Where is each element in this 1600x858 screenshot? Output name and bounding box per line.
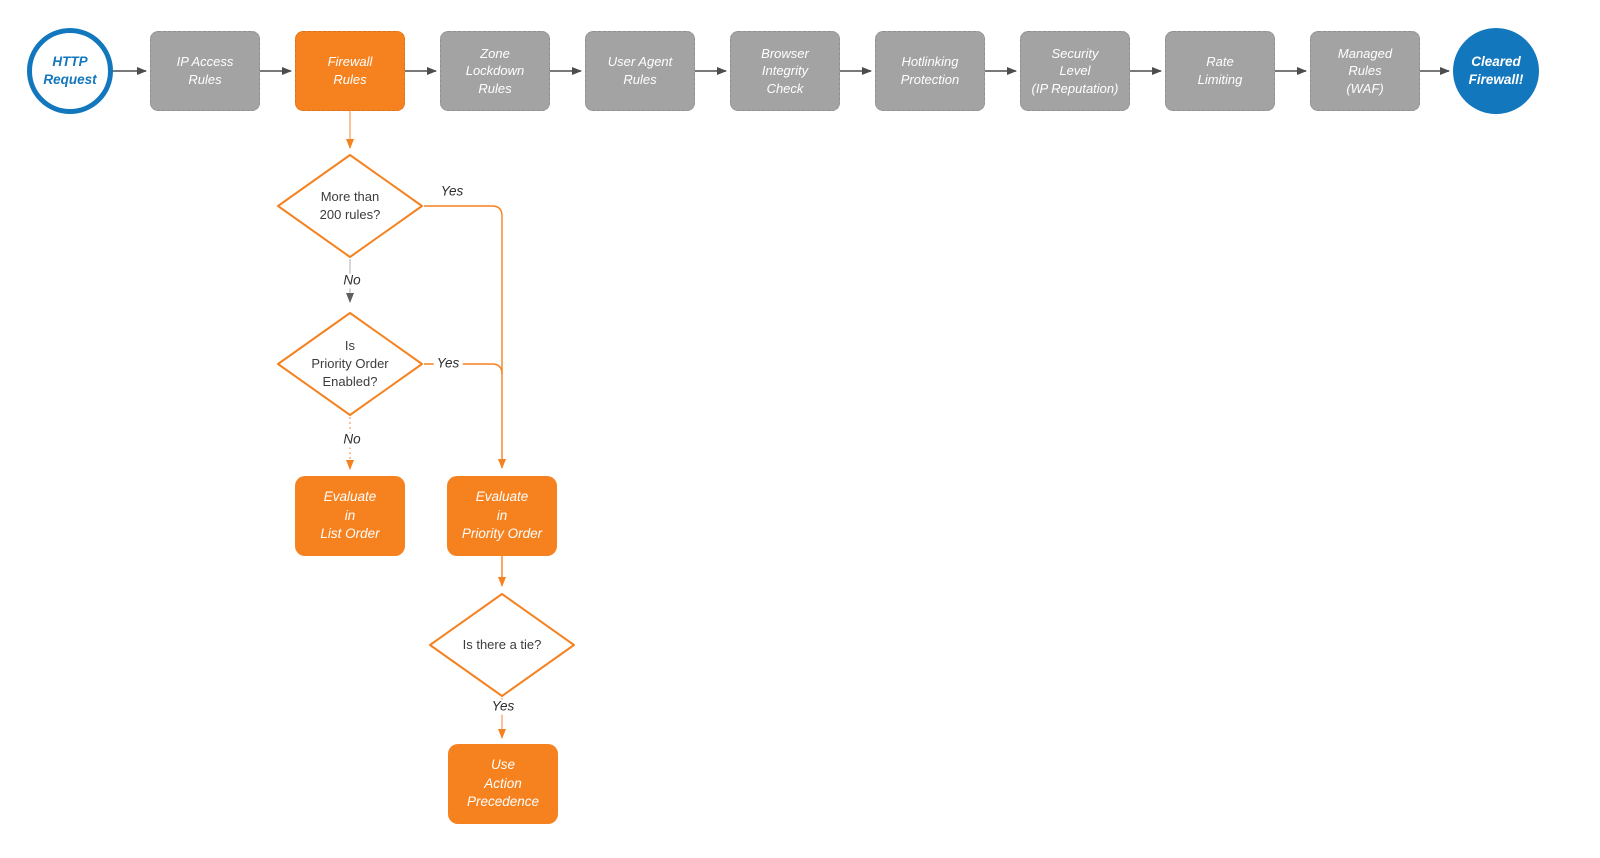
stage-label: Zone Lockdown Rules <box>465 45 525 96</box>
action-label: Evaluate in Priority Order <box>461 488 543 542</box>
action-evaluate-in-priority-order: Evaluate in Priority Order <box>447 476 557 556</box>
edge-decision2-yes-merge <box>424 363 503 375</box>
edge-decision1-yes-to-priority-order <box>424 205 506 469</box>
action-label: Evaluate in List Order <box>320 488 380 542</box>
diamond-shape <box>277 154 423 258</box>
stage-hotlinking-protection: Hotlinking Protection <box>875 31 985 111</box>
diamond-shape <box>429 593 575 697</box>
stage-label: Hotlinking Protection <box>900 54 960 87</box>
edge-label-decision1-no: No <box>340 273 364 289</box>
action-use-action-precedence: Use Action Precedence <box>448 744 558 824</box>
edge-label-decision1-yes: Yes <box>437 184 467 200</box>
stage-rate-limiting: Rate Limiting <box>1165 31 1275 111</box>
stage-firewall-rules: Firewall Rules <box>295 31 405 111</box>
stage-label: User Agent Rules <box>607 54 673 87</box>
stage-label: Rate Limiting <box>1197 54 1243 87</box>
end-node-cleared-firewall: Cleared Firewall! <box>1453 28 1539 114</box>
stage-security-level-ip-reputation: Security Level (IP Reputation) <box>1020 31 1130 111</box>
stage-user-agent-rules: User Agent Rules <box>585 31 695 111</box>
stage-label: Managed Rules (WAF) <box>1337 45 1393 96</box>
stage-ip-access-rules: IP Access Rules <box>150 31 260 111</box>
edge-label-decision2-no: No <box>340 432 364 448</box>
decision-priority-order-enabled: Is Priority Order Enabled? <box>276 311 424 417</box>
stage-label: Firewall Rules <box>327 54 373 87</box>
decision-label: More than 200 rules? <box>319 188 381 222</box>
diamond-shape <box>277 312 423 416</box>
decision-label: Is Priority Order Enabled? <box>311 337 389 390</box>
decision-label: Is there a tie? <box>462 636 542 652</box>
action-evaluate-in-list-order: Evaluate in List Order <box>295 476 405 556</box>
stage-label: Browser Integrity Check <box>761 45 809 96</box>
stage-browser-integrity-check: Browser Integrity Check <box>730 31 840 111</box>
action-label: Use Action Precedence <box>466 756 540 810</box>
edge-label-decision2-yes: Yes <box>433 356 463 372</box>
start-node-label: HTTP Request <box>43 54 97 87</box>
stage-label: IP Access Rules <box>176 54 234 87</box>
decision-more-than-200-rules: More than 200 rules? <box>276 153 424 259</box>
stage-label: Security Level (IP Reputation) <box>1031 45 1119 96</box>
stage-managed-rules-waf: Managed Rules (WAF) <box>1310 31 1420 111</box>
edge-label-decision3-yes: Yes <box>488 699 518 715</box>
stage-zone-lockdown-rules: Zone Lockdown Rules <box>440 31 550 111</box>
start-node-http-request: HTTP Request <box>27 28 113 114</box>
decision-is-there-a-tie: Is there a tie? <box>428 592 576 698</box>
end-node-label: Cleared Firewall! <box>1468 54 1524 87</box>
